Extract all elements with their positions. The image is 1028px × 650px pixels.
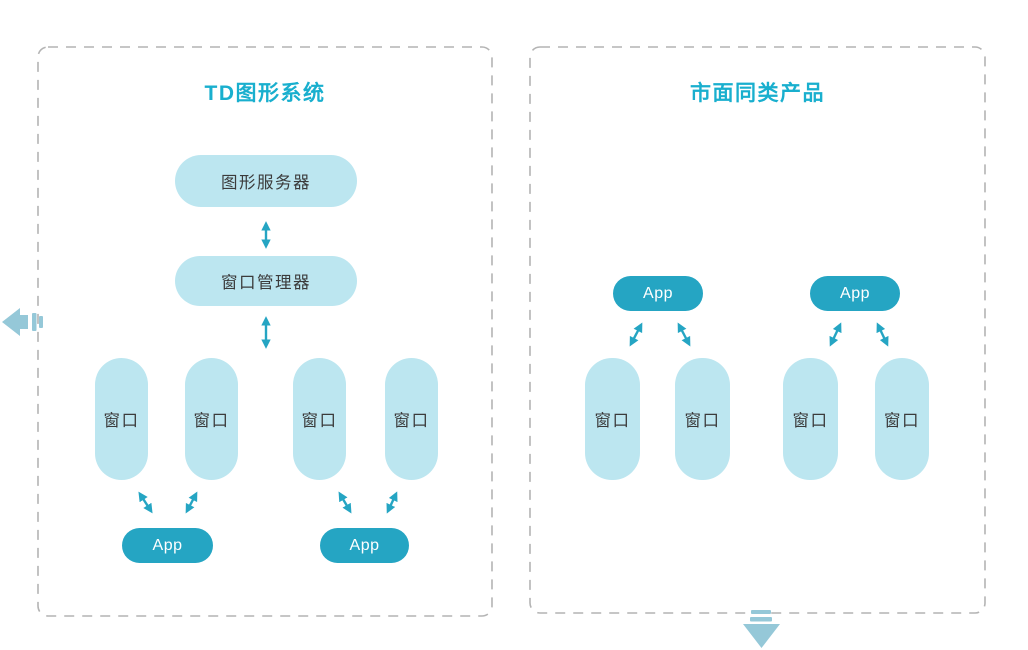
left-window-node-4: 窗口 <box>385 358 438 480</box>
right-panel-title: 市面同类产品 <box>690 82 825 105</box>
left-app-node-2: App <box>320 528 409 563</box>
left-arrow-icon <box>2 308 43 336</box>
arrow-window1-app1 <box>138 491 153 514</box>
arrow-rapp1-window2 <box>677 322 691 347</box>
left-panel-title: TD图形系统 <box>204 82 326 105</box>
left-app-node-1: App <box>122 528 213 563</box>
down-arrow-icon <box>743 610 780 648</box>
graphics-server-node: 图形服务器 <box>175 155 357 207</box>
left-window-node-1: 窗口 <box>95 358 148 480</box>
left-window-node-3: 窗口 <box>293 358 346 480</box>
arrow-rapp2-window3 <box>829 322 842 347</box>
right-window-node-2: 窗口 <box>675 358 730 480</box>
arrow-window4-app2 <box>386 491 398 514</box>
arrow-rapp1-window1 <box>629 322 643 347</box>
arrow-rapp2-window4 <box>876 322 889 347</box>
right-window-node-3: 窗口 <box>783 358 838 480</box>
right-window-node-1: 窗口 <box>585 358 640 480</box>
right-app-node-2: App <box>810 276 900 311</box>
arrow-window3-app2 <box>338 491 352 514</box>
right-app-node-1: App <box>613 276 703 311</box>
left-panel-border <box>37 46 493 617</box>
left-window-node-2: 窗口 <box>185 358 238 480</box>
arrow-window2-app1 <box>185 491 198 514</box>
right-window-node-4: 窗口 <box>875 358 929 480</box>
window-manager-node: 窗口管理器 <box>175 256 357 306</box>
right-panel-border <box>529 46 986 614</box>
